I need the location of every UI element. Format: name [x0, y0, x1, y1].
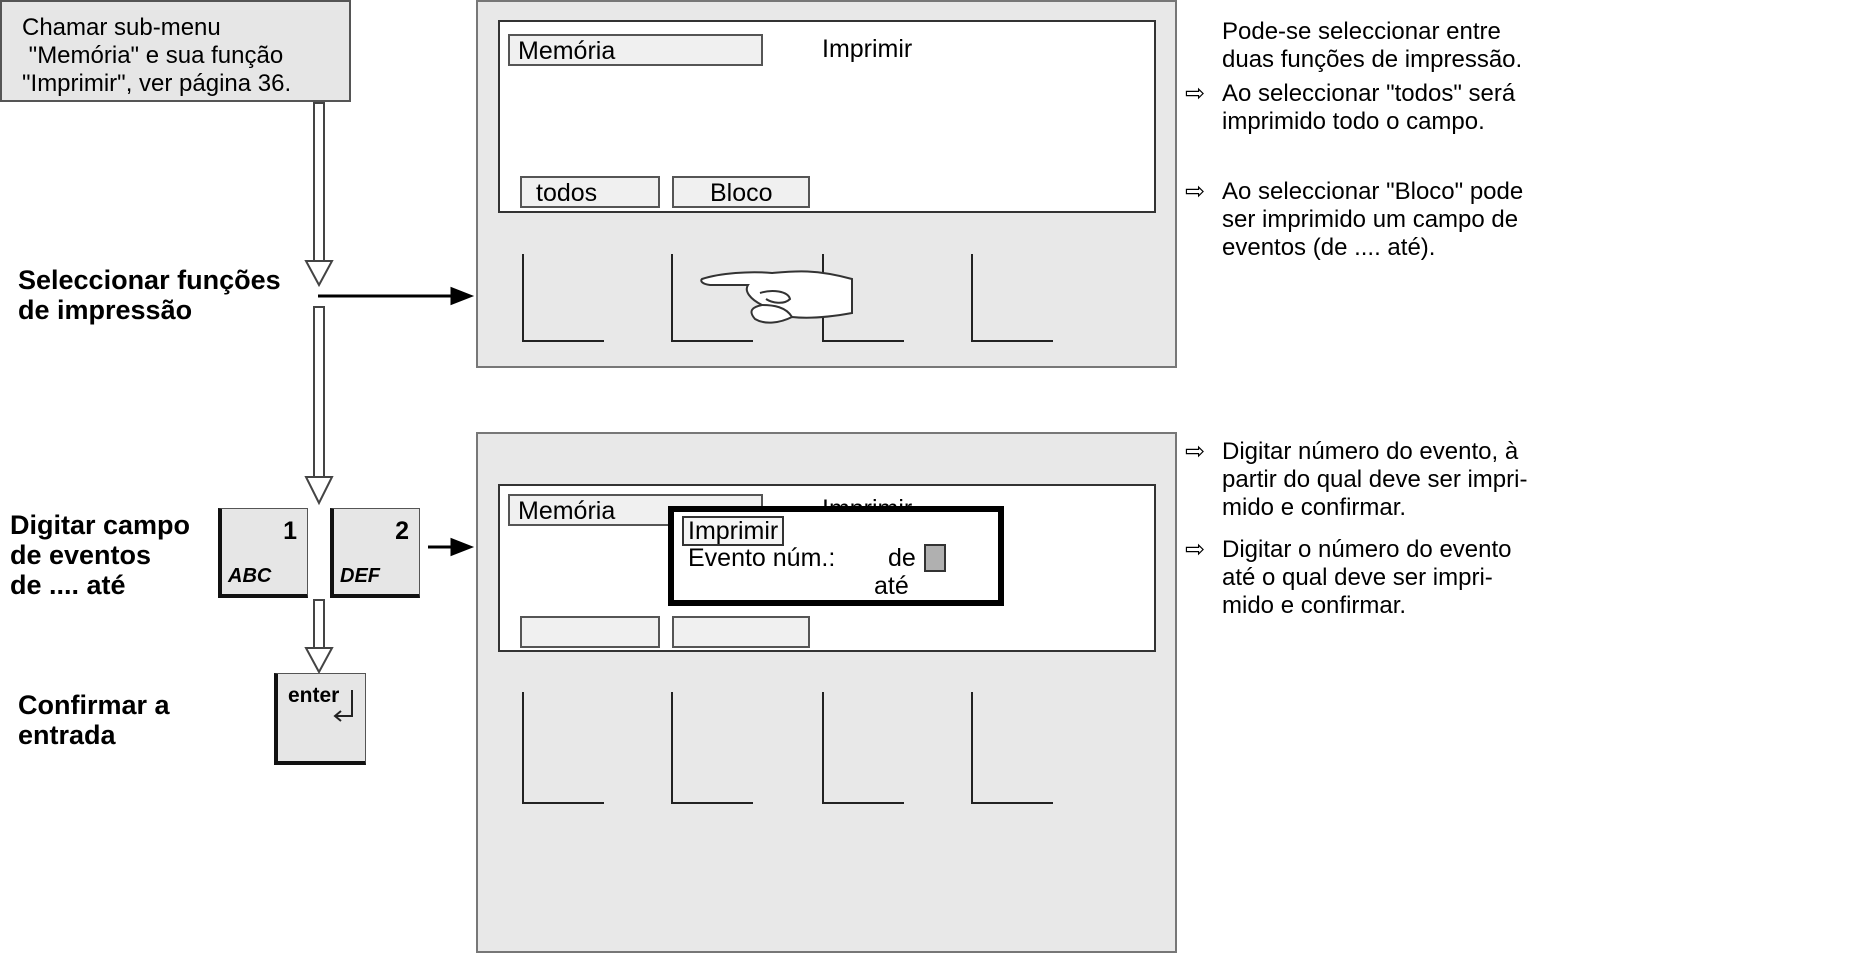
intro-line-3: "Imprimir", ver página 36.	[22, 70, 292, 97]
step-select-line-1: Seleccionar funções	[18, 265, 281, 295]
pointing-hand-icon	[700, 270, 853, 324]
return-arrow-icon	[333, 690, 353, 722]
note-intro-line-1: Pode-se seleccionar entre	[1222, 18, 1501, 45]
from-label: de	[888, 544, 916, 572]
softkey-4[interactable]	[971, 254, 1053, 342]
step-enter-line-1: Digitar campo	[10, 510, 191, 540]
note-intro-line-2: duas funções de impressão.	[1222, 46, 1523, 73]
softkey-label-empty-1	[520, 616, 660, 648]
print-range-popup: Imprimir Evento núm.: de até	[668, 506, 1004, 606]
note-to-line-1: Digitar o número do evento	[1222, 536, 1512, 563]
key-2-number: 2	[395, 517, 409, 545]
down-arrow-1	[304, 102, 334, 288]
down-arrow-3	[304, 599, 334, 675]
key-1-abc[interactable]: 1 ABC	[218, 508, 308, 598]
to-label: até	[874, 572, 909, 600]
down-arrow-2	[304, 306, 334, 506]
softkey-4[interactable]	[971, 692, 1053, 804]
step-confirm-entry: Confirmar a entrada	[18, 690, 170, 750]
key-1-number: 1	[283, 517, 297, 545]
note-to-line-3: mido e confirmar.	[1222, 592, 1407, 619]
softkey-2[interactable]	[671, 692, 753, 804]
key-2-letters: DEF	[340, 565, 380, 587]
note-to-line-2: até o qual deve ser impri-	[1222, 564, 1493, 591]
popup-title: Imprimir	[682, 516, 785, 546]
step-enter-line-3: de .... até	[10, 570, 126, 600]
step-select-line-2: de impressão	[18, 295, 193, 325]
option-todos[interactable]: todos	[520, 176, 660, 208]
step-confirm-line-1: Confirmar a	[18, 690, 170, 720]
right-arrow-outline-icon: ⇨	[1185, 536, 1206, 563]
softkey-3[interactable]	[822, 692, 904, 804]
step-enter-range: Digitar campo de eventos de .... até	[10, 510, 190, 600]
right-arrow-outline-icon: ⇨	[1185, 178, 1206, 205]
input-cursor[interactable]	[924, 544, 946, 572]
intro-instruction-box: Chamar sub-menu "Memória" e sua função "…	[0, 0, 351, 102]
enter-key[interactable]: enter	[274, 673, 366, 765]
option-bloco[interactable]: Bloco	[672, 176, 810, 208]
note-from-line-1: Digitar número do evento, à	[1222, 438, 1519, 465]
note-from-line-2: partir do qual deve ser impri-	[1222, 466, 1528, 493]
right-arrow-outline-icon: ⇨	[1185, 438, 1206, 465]
note-from-line-3: mido e confirmar.	[1222, 494, 1407, 521]
event-number-label: Evento núm.:	[688, 544, 836, 572]
key-1-letters: ABC	[228, 565, 272, 587]
display-screen-select: Memória Imprimir todos Bloco	[498, 20, 1156, 213]
intro-line-2: "Memória" e sua função	[22, 42, 284, 69]
note-block-line-3: eventos (de .... até).	[1222, 234, 1436, 261]
menu-label-memoria: Memória	[508, 34, 763, 66]
screen-title-imprimir: Imprimir	[822, 35, 913, 63]
enter-key-label: enter	[288, 684, 340, 707]
note-block-line-2: ser imprimido um campo de	[1222, 206, 1519, 233]
right-arrow-outline-icon: ⇨	[1185, 80, 1206, 107]
note-all-line-2: imprimido todo o campo.	[1222, 108, 1485, 135]
right-arrow-1	[318, 286, 475, 306]
softkey-1[interactable]	[522, 254, 604, 342]
softkey-2[interactable]	[671, 254, 753, 342]
note-all-line-1: Ao seleccionar "todos" será	[1222, 80, 1516, 107]
device-panel-select: Memória Imprimir todos Bloco	[476, 0, 1177, 368]
step-confirm-line-2: entrada	[18, 720, 116, 750]
note-block-line-1: Ao seleccionar "Bloco" pode	[1222, 178, 1524, 205]
intro-line-1: Chamar sub-menu	[22, 14, 221, 41]
softkey-label-empty-2	[672, 616, 810, 648]
softkey-1[interactable]	[522, 692, 604, 804]
key-2-def[interactable]: 2 DEF	[330, 508, 420, 598]
device-panel-range: Memória Imprimir Imprimir Evento núm.: d…	[476, 432, 1177, 953]
step-select-print-functions: Seleccionar funções de impressão	[18, 265, 281, 325]
step-enter-line-2: de eventos	[10, 540, 152, 570]
right-arrow-2	[428, 537, 475, 557]
